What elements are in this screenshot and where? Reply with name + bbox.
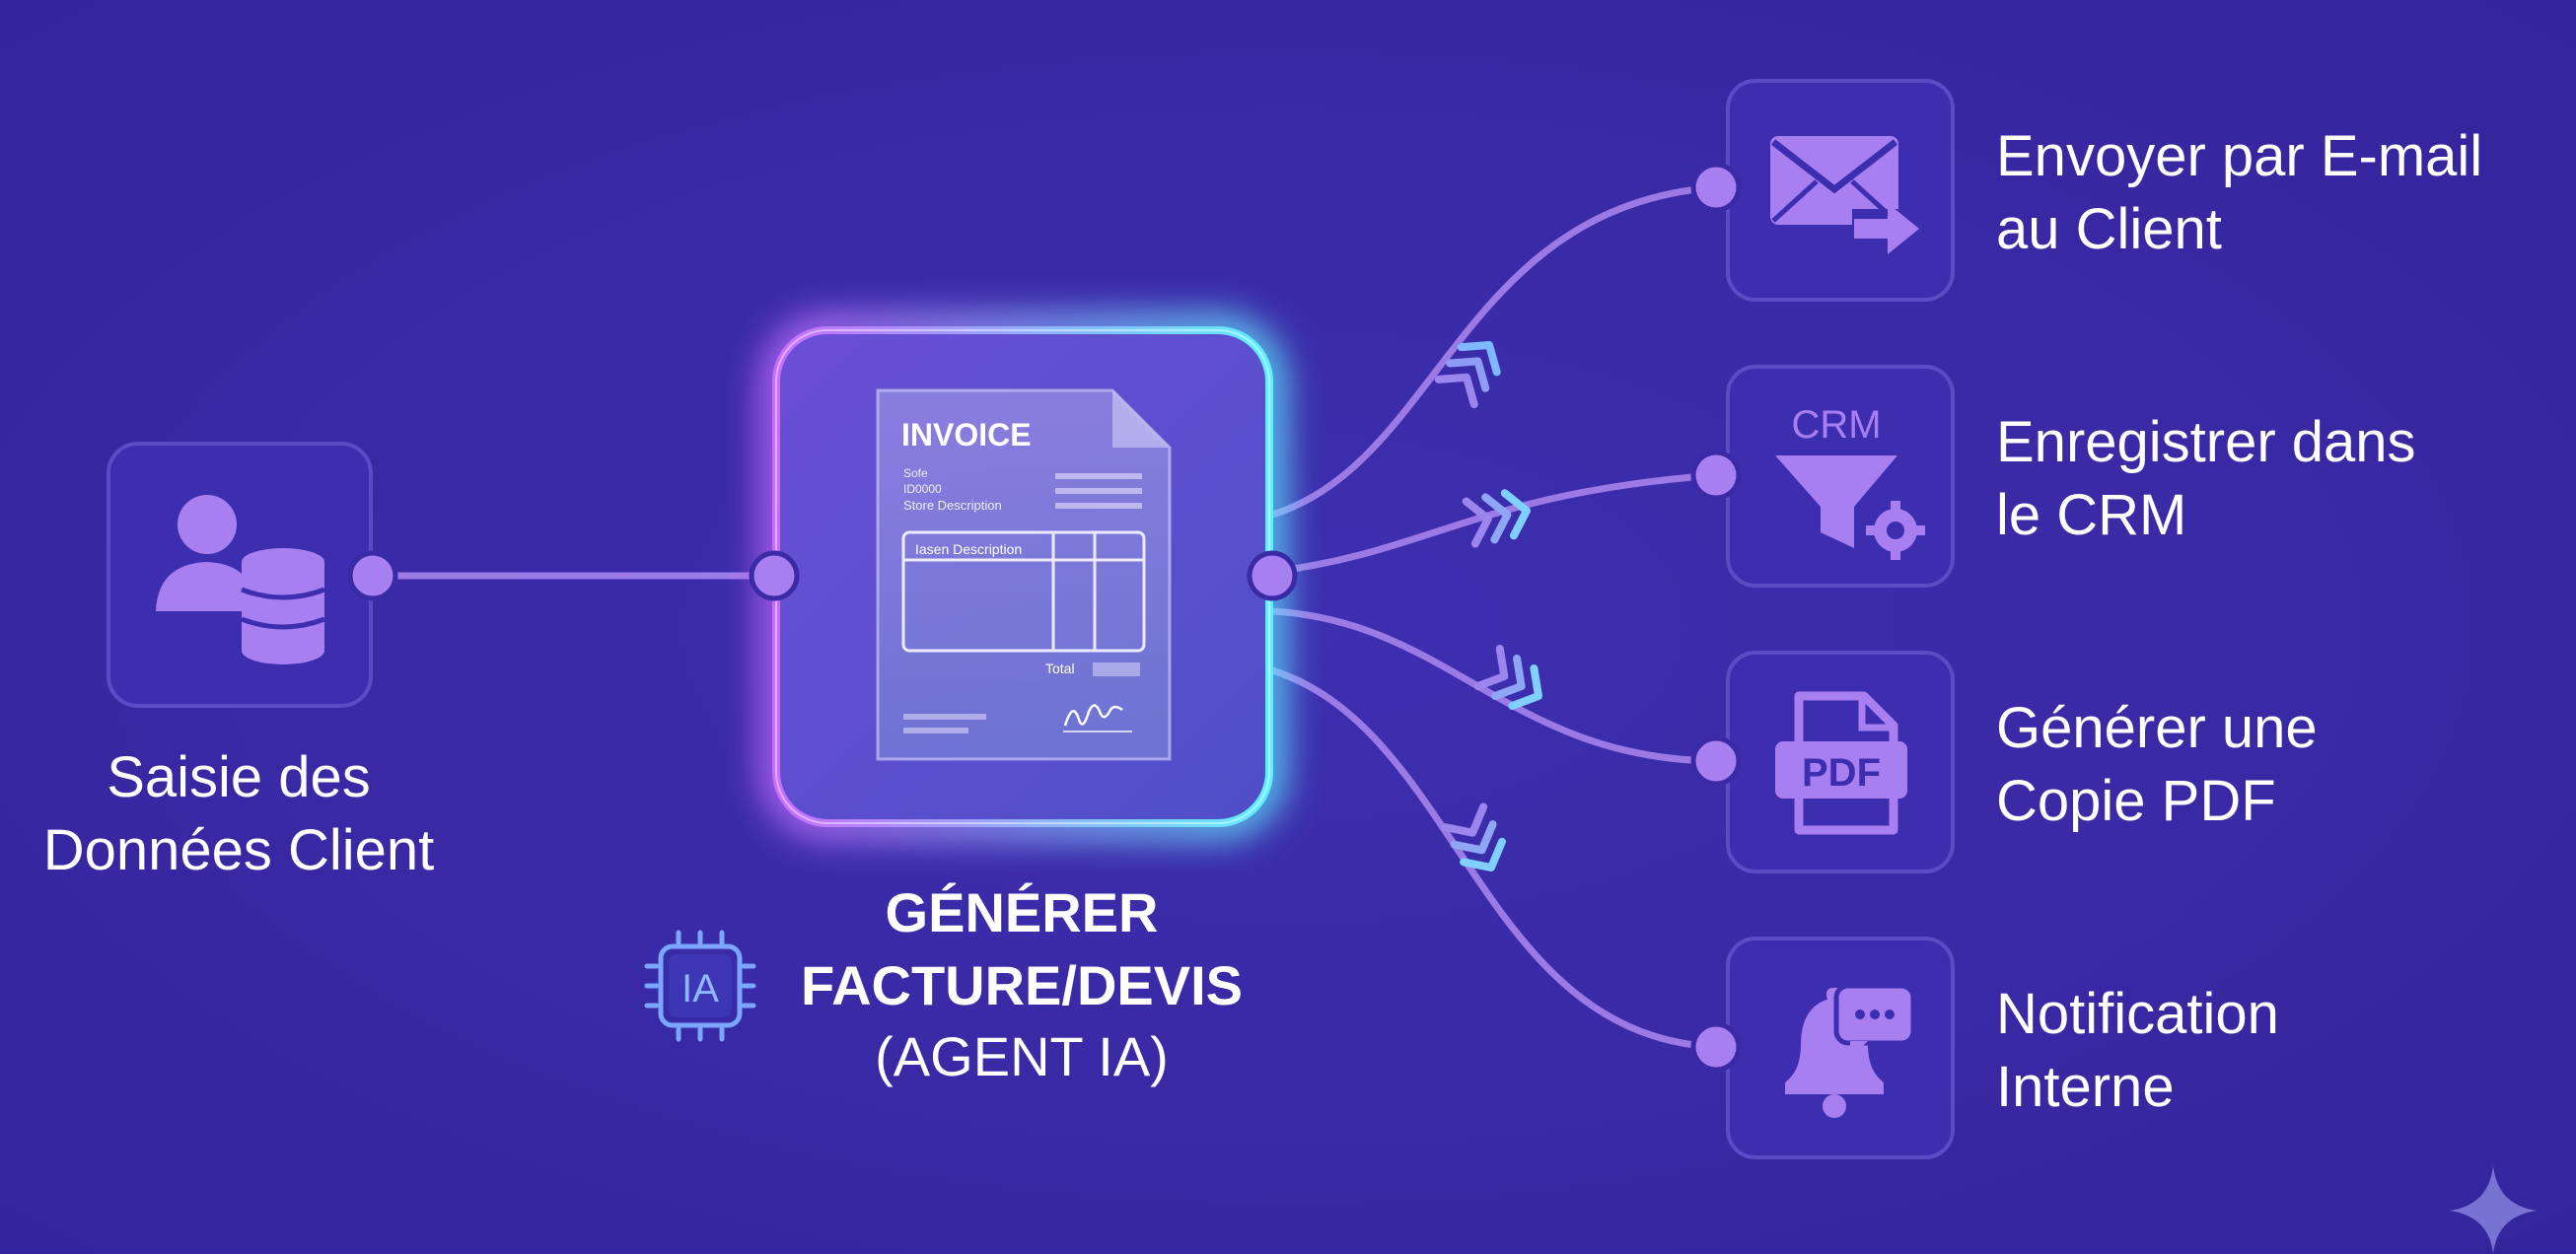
source-label-line-2: Données Client bbox=[42, 818, 435, 882]
arrow-pdf-icon bbox=[1473, 644, 1542, 711]
output-label-notification-line-2: Interne bbox=[1996, 1055, 2175, 1119]
crm-icon-text: CRM bbox=[1791, 403, 1881, 447]
output-label-notification-line-1: Notification bbox=[1996, 982, 2279, 1046]
notification-bell-icon bbox=[1785, 983, 1916, 1118]
ia-chip-text: IA bbox=[681, 967, 719, 1010]
arrow-email-icon bbox=[1434, 341, 1501, 409]
output-port-crm bbox=[1690, 450, 1742, 501]
connector-agent-to-notification bbox=[1270, 666, 1717, 1051]
output-node-email bbox=[1690, 79, 1955, 302]
output-label-pdf-line-1: Générer une bbox=[1996, 696, 2318, 760]
output-node-notification bbox=[1690, 937, 1955, 1159]
output-label-email-line-1: Envoyer par E-mail bbox=[1996, 124, 2483, 188]
invoice-meta-2: ID0000 bbox=[903, 482, 942, 496]
agent-title-main: FACTURE/DEVIS (AGENT IA) bbox=[765, 950, 1278, 1092]
invoice-meta-1: Sofe bbox=[903, 466, 928, 480]
agent-subtitle: (AGENT IA) bbox=[875, 1025, 1169, 1087]
invoice-table bbox=[901, 530, 1146, 653]
source-label-line-1: Saisie des bbox=[107, 745, 371, 809]
invoice-table-header: Iasen Description bbox=[915, 541, 1022, 557]
source-node bbox=[107, 442, 398, 708]
arrow-notification-icon bbox=[1441, 802, 1506, 871]
output-port-notification bbox=[1690, 1021, 1742, 1073]
output-label-pdf: Générer une Copie PDF bbox=[1996, 692, 2318, 838]
agent-input-port bbox=[749, 550, 800, 601]
pdf-icon-text: PDF bbox=[1802, 751, 1881, 795]
output-label-crm-line-2: le CRM bbox=[1996, 483, 2187, 547]
connector-agent-to-crm bbox=[1271, 471, 1717, 576]
invoice-meta-3: Store Description bbox=[903, 498, 1002, 513]
output-port-pdf bbox=[1690, 735, 1742, 787]
output-label-crm: Enregistrer dans le CRM bbox=[1996, 406, 2416, 552]
agent-title: GÉNÉRER bbox=[765, 877, 1278, 948]
output-label-email-line-2: au Client bbox=[1996, 197, 2222, 261]
crm-funnel-icon: CRM bbox=[1775, 403, 1925, 560]
invoice-total-label: Total bbox=[1045, 661, 1075, 676]
connector-agent-to-pdf bbox=[1271, 607, 1717, 765]
output-label-email: Envoyer par E-mail au Client bbox=[1996, 120, 2482, 266]
sparkle-icon bbox=[2450, 1165, 2537, 1254]
invoice-document-icon: INVOICE Sofe ID0000 Store Description Ia… bbox=[876, 388, 1172, 761]
invoice-heading: INVOICE bbox=[901, 417, 1032, 453]
source-label: Saisie des Données Client bbox=[22, 741, 456, 887]
pdf-file-icon: PDF bbox=[1775, 691, 1907, 835]
agent-title-line-1: GÉNÉRER bbox=[885, 881, 1159, 943]
arrow-crm-icon bbox=[1462, 489, 1531, 548]
flow-arrows bbox=[1434, 341, 1542, 871]
output-port-email bbox=[1690, 162, 1742, 213]
connectors bbox=[373, 183, 1717, 1051]
user-database-icon bbox=[156, 495, 325, 664]
ia-chip-icon: IA bbox=[644, 930, 756, 1042]
agent-title-line-2: FACTURE/DEVIS bbox=[800, 954, 1244, 1016]
output-node-crm: CRM bbox=[1690, 365, 1955, 588]
agent-node: INVOICE Sofe ID0000 Store Description Ia… bbox=[749, 316, 1298, 837]
source-port bbox=[347, 550, 398, 601]
output-label-crm-line-1: Enregistrer dans bbox=[1996, 410, 2416, 474]
connector-agent-to-email bbox=[1270, 183, 1717, 519]
agent-output-port bbox=[1247, 550, 1298, 601]
output-label-pdf-line-2: Copie PDF bbox=[1996, 769, 2276, 833]
output-node-pdf: PDF bbox=[1690, 651, 1955, 873]
signature-icon bbox=[1063, 704, 1123, 727]
output-label-notification: Notification Interne bbox=[1996, 978, 2279, 1124]
email-send-icon bbox=[1770, 136, 1919, 254]
